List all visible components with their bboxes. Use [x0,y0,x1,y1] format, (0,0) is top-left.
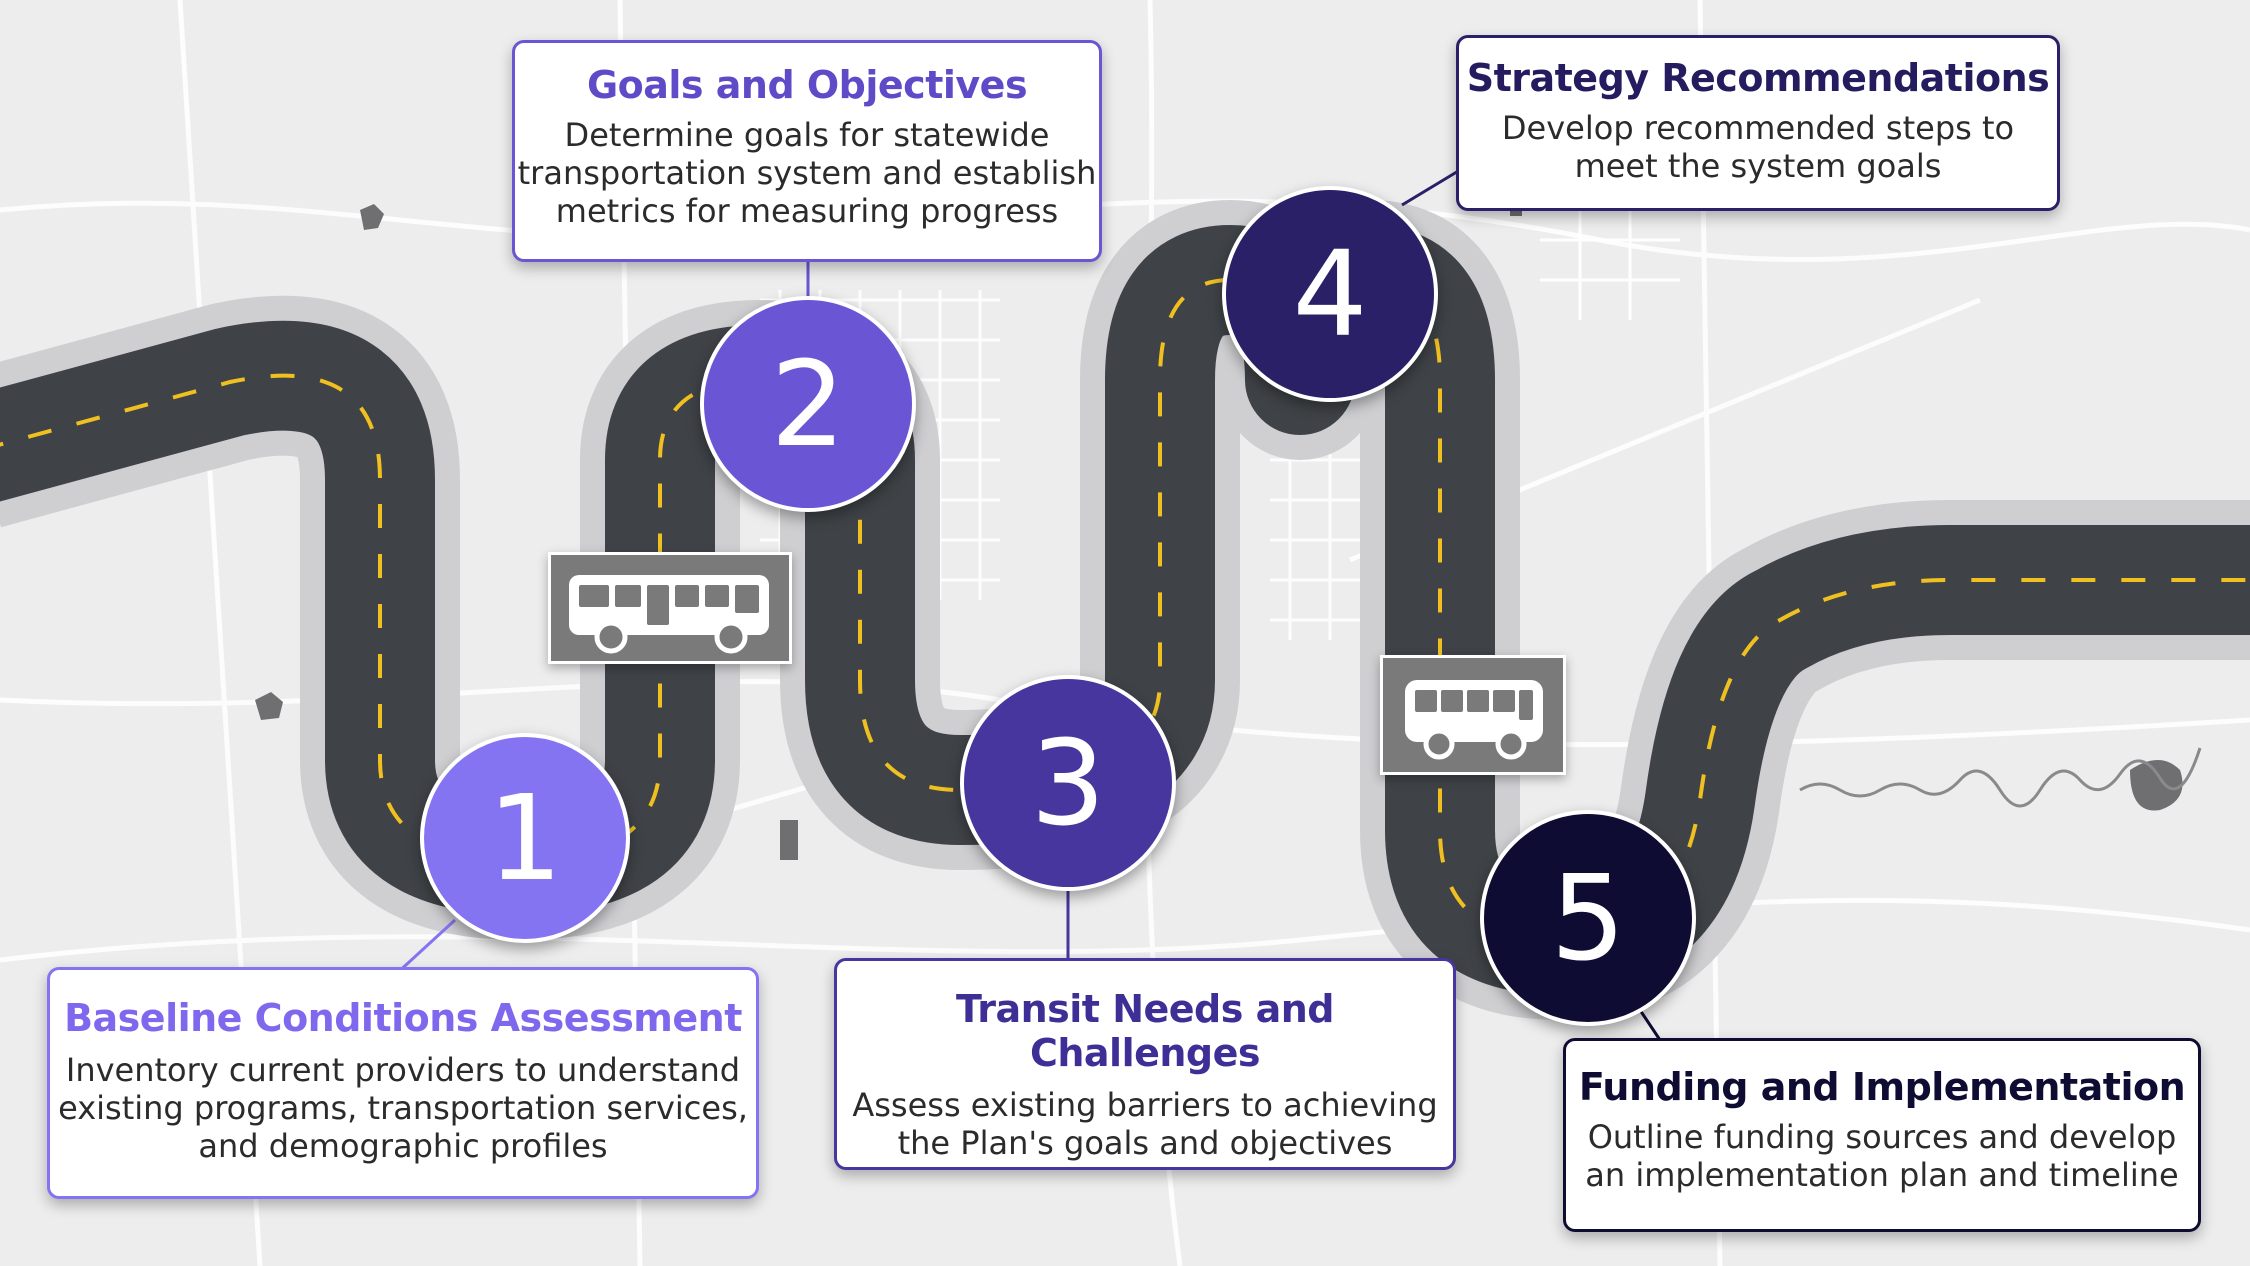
step-1-description: Inventory current providers to understan… [50,1051,756,1165]
step-1-desc-line: and demographic profiles [198,1126,608,1165]
step-5-card: Funding and Implementation Outline fundi… [1563,1038,2201,1232]
step-5-title: Funding and Implementation [1578,1065,2186,1109]
connector-1 [393,918,457,977]
step-2-desc-line: metrics for measuring progress [555,191,1059,230]
connector-4 [1401,168,1461,207]
bus-icon [1405,680,1543,760]
step-2-desc-line: Determine goals for statewide [564,116,1050,154]
step-2-card: Goals and Objectives Determine goals for… [512,40,1102,262]
step-4-number: 4 [1222,186,1438,402]
step-1-desc-line: existing programs, transportation servic… [58,1088,748,1127]
step-3-card: Transit Needs and Challenges Assess exis… [834,958,1456,1170]
step-4-title: Strategy Recommendations [1466,56,2050,100]
step-4-desc-line: Develop recommended steps to [1501,109,2015,147]
step-4-description: Develop recommended steps to meet the sy… [1459,109,2057,186]
step-1-title: Baseline Conditions Assessment [64,996,742,1040]
step-3-desc-line: the Plan's goals and objectives [897,1123,1393,1162]
step-3-number: 3 [960,675,1176,891]
step-4-card: Strategy Recommendations Develop recomme… [1456,35,2060,211]
step-5-description: Outline funding sources and develop an i… [1566,1118,2198,1195]
step-5-number: 5 [1480,810,1696,1026]
map-river [1799,747,2202,808]
step-3-description: Assess existing barriers to achieving th… [837,1086,1453,1163]
step-5-desc-line: Outline funding sources and develop [1587,1118,2177,1156]
step-4-desc-line: meet the system goals [1574,146,1942,185]
step-3-desc-line: Assess existing barriers to achieving [852,1086,1438,1124]
step-5-desc-line: an implementation plan and timeline [1585,1155,2179,1194]
bus-sign-1 [548,552,792,664]
step-2-number: 2 [700,296,916,512]
step-3-title: Transit Needs and Challenges [955,987,1335,1075]
step-1-card: Baseline Conditions Assessment Inventory… [47,967,759,1199]
step-1-number: 1 [420,733,630,943]
bus-sign-2 [1380,655,1566,775]
bus-icon [569,575,769,654]
step-2-title: Goals and Objectives [586,63,1028,107]
step-2-description: Determine goals for statewide transporta… [515,116,1099,230]
step-1-desc-line: Inventory current providers to understan… [65,1051,741,1089]
step-2-desc-line: transportation system and establish [517,153,1097,192]
